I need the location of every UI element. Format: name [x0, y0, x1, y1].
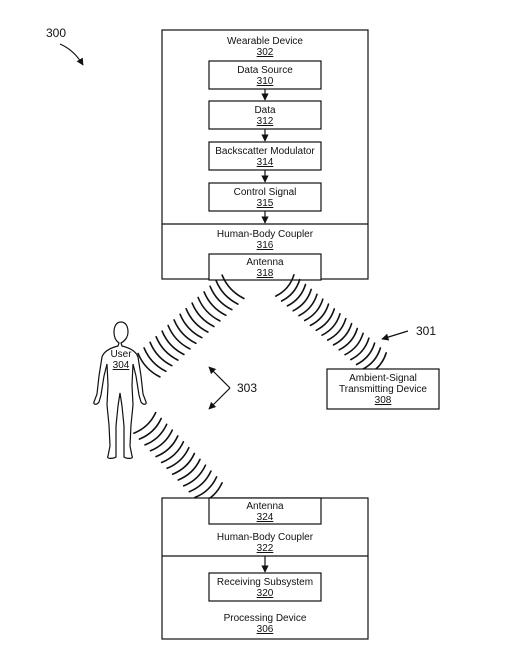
wave-antenna-to-user: [137, 274, 245, 378]
wave-ambient-to-antenna: [275, 274, 387, 375]
wave-arc: [197, 296, 221, 322]
wave-arc: [338, 327, 359, 351]
wearable-antenna-title: Antenna: [246, 257, 284, 268]
wave-arc: [188, 470, 212, 493]
wave-arc: [144, 423, 168, 446]
ambient-signal-device-ref: 308: [375, 395, 392, 406]
ambient-signal-device-box: [326, 368, 440, 410]
wave-arc: [203, 291, 227, 317]
data-ref: 312: [257, 116, 274, 127]
ambient-signal-ref-label: 301: [416, 324, 436, 338]
wearable-coupler-title: Human-Body Coupler: [217, 229, 314, 240]
processing-antenna-title: Antenna: [246, 501, 284, 512]
wave-arc: [355, 342, 376, 366]
user-figure: User 304: [93, 321, 147, 459]
processing-coupler-title: Human-Body Coupler: [217, 532, 314, 543]
processing-device: Antenna 324 Human-Body Coupler 322 Recei…: [161, 497, 369, 640]
wave-arc: [133, 411, 157, 434]
wave-arc: [361, 347, 382, 371]
data-source-block: [208, 60, 322, 90]
wearable-device: Wearable Device 302 Data Source 310 Data…: [161, 29, 369, 281]
processing-coupler-ref: 322: [257, 543, 274, 554]
processing-antenna-ref: 324: [257, 512, 274, 523]
wave-user-to-processing: [133, 411, 223, 505]
wearable-coupler-ref: 316: [257, 240, 274, 251]
figure-ref-label: 300: [46, 26, 66, 40]
user-ref: 304: [113, 360, 130, 371]
body-signal-ref-label: 303: [237, 381, 257, 395]
wave-arc: [315, 308, 336, 332]
wearable-device-title: Wearable Device: [227, 36, 303, 47]
backscatter-modulator-ref: 314: [257, 157, 274, 168]
wave-arc: [161, 330, 185, 356]
wave-arc: [182, 464, 207, 487]
wave-arc: [275, 274, 295, 297]
figure-ref-arrow: [59, 43, 84, 66]
wave-arc: [326, 317, 347, 341]
data-source-ref: 310: [257, 76, 274, 87]
wave-arc: [166, 446, 190, 470]
wave-arc: [298, 293, 318, 317]
control-signal-ref: 315: [257, 198, 274, 209]
wave-arc: [221, 274, 245, 300]
wave-arc: [177, 458, 201, 481]
wave-arc: [350, 337, 370, 361]
wave-arc: [143, 347, 167, 373]
wave-arc: [137, 352, 161, 378]
wave-arc: [321, 313, 341, 336]
receiving-subsystem-block: [208, 572, 322, 602]
ambient-signal-device: Ambient-Signal Transmitting Device 308: [326, 368, 440, 410]
receiving-subsystem-ref: 320: [257, 588, 274, 599]
wave-arc: [167, 324, 191, 350]
processing-device-ref: 306: [257, 624, 274, 635]
wave-arc: [215, 279, 239, 305]
wearable-device-ref: 302: [257, 47, 274, 58]
ambient-signal-device-line1: Ambient-Signal: [349, 373, 417, 384]
wave-arc: [179, 313, 203, 339]
wave-arc: [171, 452, 196, 475]
body-signal-ref-arrow-down: [208, 387, 231, 410]
data-source-title: Data Source: [237, 65, 293, 76]
receiving-subsystem-title: Receiving Subsystem: [217, 577, 313, 588]
processing-device-title: Processing Device: [224, 613, 307, 624]
body-signal-ref-arrow-up: [208, 366, 231, 389]
wave-arc: [149, 341, 173, 367]
data-title: Data: [254, 105, 276, 116]
wave-arc: [155, 435, 179, 458]
wave-arc: [344, 332, 364, 356]
wave-arc: [149, 429, 174, 452]
wave-arc: [209, 285, 233, 311]
user-title: User: [110, 349, 132, 360]
wave-arc: [332, 322, 353, 346]
control-signal-title: Control Signal: [234, 187, 297, 198]
user-body-outline: [93, 321, 147, 459]
wave-arc: [173, 319, 197, 345]
processing-antenna-block: [208, 497, 322, 525]
ambient-signal-device-line2: Transmitting Device: [339, 384, 427, 395]
wearable-antenna-block: [208, 253, 322, 281]
wearable-antenna-ref: 318: [257, 268, 274, 279]
wave-arc: [286, 283, 307, 307]
wave-arc: [185, 307, 209, 333]
wave-arc: [160, 441, 185, 464]
wave-arc: [280, 278, 301, 302]
wave-arc: [191, 302, 215, 328]
wave-arc: [194, 476, 218, 499]
wave-arc: [309, 303, 330, 327]
ambient-signal-ref-arrow: [381, 330, 409, 341]
wave-arc: [292, 288, 312, 312]
backscatter-modulator-title: Backscatter Modulator: [215, 146, 315, 157]
wave-arc: [155, 335, 179, 361]
wave-arc: [138, 417, 162, 440]
wave-arc: [303, 298, 324, 322]
backscatter-modulator-block: [208, 141, 322, 171]
